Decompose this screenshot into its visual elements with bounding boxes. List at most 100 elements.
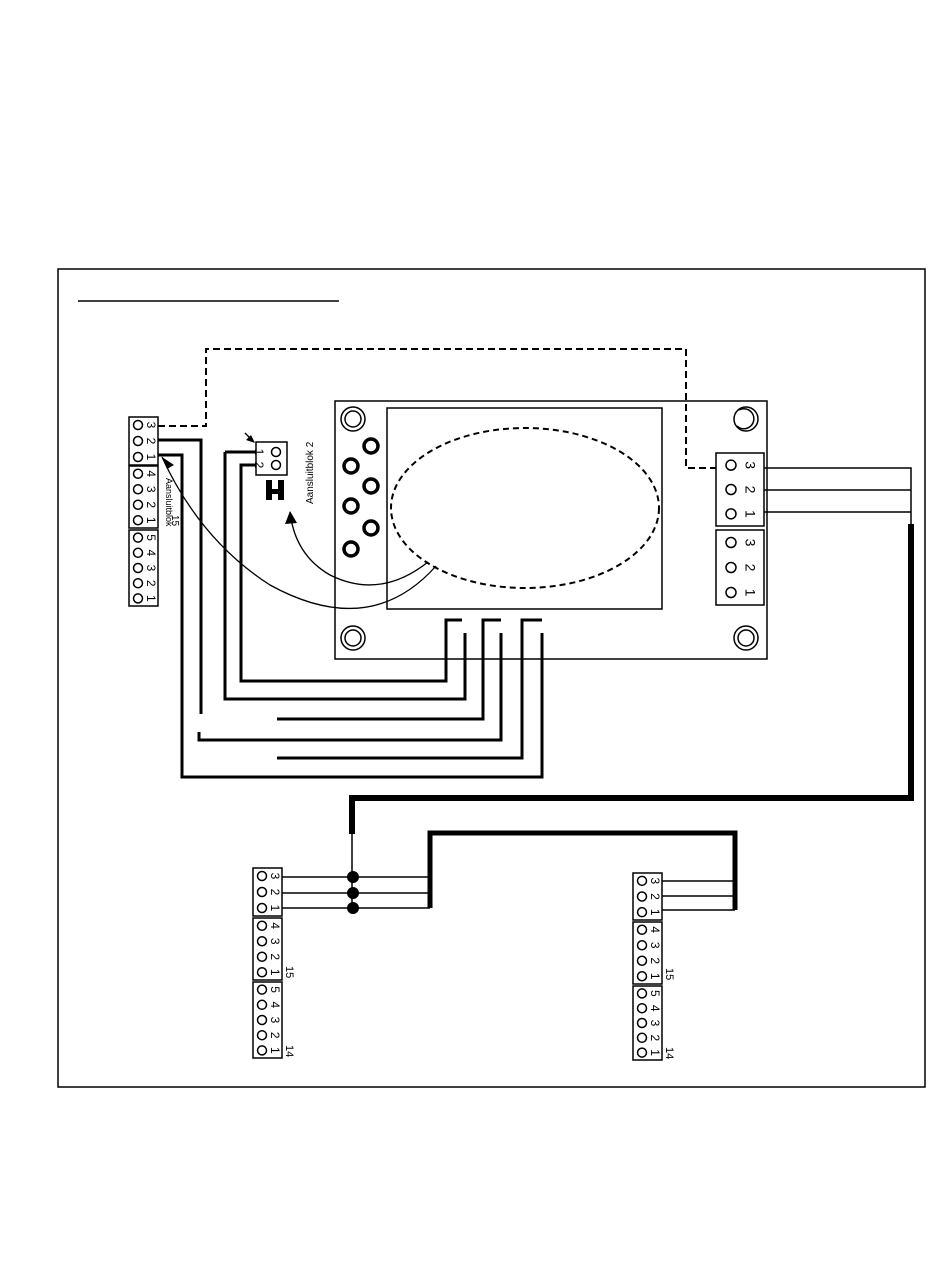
terminal-screw [134, 421, 143, 430]
terminal-number: 5 [144, 534, 158, 541]
terminal-screw [134, 594, 143, 603]
terminal-number: 3 [144, 565, 158, 572]
terminal-number: 3 [268, 938, 282, 945]
block-label: 15 [283, 966, 295, 978]
terminal-number: 2 [648, 1034, 662, 1041]
terminal-number: 1 [268, 969, 282, 976]
terminal-number: 1 [742, 510, 758, 518]
terminal-screw [638, 876, 647, 885]
bus-cable [352, 524, 911, 834]
terminal-block-board-lower: 321 [716, 530, 764, 605]
block-label: 14 [283, 1045, 295, 1057]
terminal-number: 2 [268, 889, 282, 896]
terminal-number: 5 [648, 990, 662, 997]
terminal-screw [134, 533, 143, 542]
terminal-screw [134, 564, 143, 573]
terminal-block-top-left-b: 4321 [129, 466, 158, 528]
terminal-block-bottom-left-a: 321 [253, 868, 282, 916]
terminal-number: 3 [648, 942, 662, 949]
terminal-screw [638, 1048, 647, 1057]
terminal-screw [638, 972, 647, 981]
terminal-block-bottom-left-b: 4 3 2 1 [253, 918, 282, 980]
terminal-number: 1 [144, 454, 158, 461]
terminal-screw [134, 469, 143, 478]
terminal-number: 2 [742, 564, 758, 572]
small-connector-caption: Aansluitblok 2 [305, 441, 316, 504]
terminal-screw [638, 1019, 647, 1028]
terminal-screw [258, 904, 267, 913]
terminal-block-board-upper: 3 2 1 [716, 453, 764, 526]
terminal-number: 4 [268, 922, 282, 929]
arrowhead [285, 511, 297, 524]
small-connector-pin: 1 [252, 449, 266, 456]
terminal-screw [638, 1004, 647, 1013]
terminal-number: 2 [144, 501, 158, 508]
terminal-screw [258, 968, 267, 977]
terminal-number: 1 [144, 595, 158, 602]
wires-right [764, 468, 911, 524]
display-area-dashed [391, 428, 659, 588]
terminal-number: 2 [144, 438, 158, 445]
terminal-screw [638, 925, 647, 934]
terminal-screw [134, 579, 143, 588]
terminal-number: 1 [648, 973, 662, 980]
terminal-number: 3 [742, 461, 758, 469]
terminal-number: 3 [144, 422, 158, 429]
terminal-number: 1 [648, 909, 662, 916]
terminal-number: 3 [144, 486, 158, 493]
terminal-screw [726, 538, 736, 548]
mounting-hole [734, 626, 758, 650]
arrowhead [162, 457, 174, 469]
terminal-screw [258, 921, 267, 930]
small-connector-pin: 2 [252, 462, 266, 469]
terminal-number: 2 [268, 953, 282, 960]
terminal-screw [638, 1033, 647, 1042]
terminal-screw [726, 509, 736, 519]
terminal-block-top-left-a: 3 2 1 [129, 417, 158, 465]
terminal-screw [258, 985, 267, 994]
mounting-hole [341, 407, 365, 431]
terminal-screw [258, 937, 267, 946]
display-window [387, 408, 662, 609]
terminal-number: 4 [268, 1001, 282, 1008]
terminal-block-top-left-c: 5 4 3 2 1 [129, 530, 158, 606]
outer-frame [58, 269, 925, 1087]
terminal-screw [134, 453, 143, 462]
terminal-screw [134, 548, 143, 557]
control-board [335, 401, 767, 659]
terminal-screw [258, 952, 267, 961]
terminal-number: 4 [648, 926, 662, 933]
junction-dots [347, 871, 359, 914]
block-label: 15 [663, 968, 675, 980]
terminal-number: 3 [648, 877, 662, 884]
terminal-screw [258, 872, 267, 881]
terminal-screw [134, 437, 143, 446]
terminal-screw [258, 1031, 267, 1040]
terminal-number: 5 [268, 986, 282, 993]
terminal-screw [134, 485, 143, 494]
terminal-number: 4 [144, 549, 158, 556]
terminal-number: 2 [742, 486, 758, 494]
terminal-number: 1 [268, 905, 282, 912]
terminal-screw [638, 941, 647, 950]
terminal-number: 2 [144, 580, 158, 587]
terminal-number: 1 [268, 1047, 282, 1054]
terminal-screw [258, 1000, 267, 1009]
bus-cable-branch [430, 833, 735, 910]
terminal-screw [134, 516, 143, 525]
terminal-number: 3 [648, 1020, 662, 1027]
terminal-screw [638, 956, 647, 965]
terminal-screw [726, 485, 736, 495]
mounting-hole-open [734, 407, 758, 431]
terminal-screw [258, 888, 267, 897]
terminal-number: 1 [144, 517, 158, 524]
terminal-screw [726, 563, 736, 573]
terminal-screw [258, 1046, 267, 1055]
terminal-number: 1 [648, 1049, 662, 1056]
terminal-block-bottom-right-c: 54321 [633, 986, 662, 1060]
terminal-screw [258, 1016, 267, 1025]
terminal-screw [638, 892, 647, 901]
terminal-screw [726, 460, 736, 470]
terminal-screw [638, 908, 647, 917]
